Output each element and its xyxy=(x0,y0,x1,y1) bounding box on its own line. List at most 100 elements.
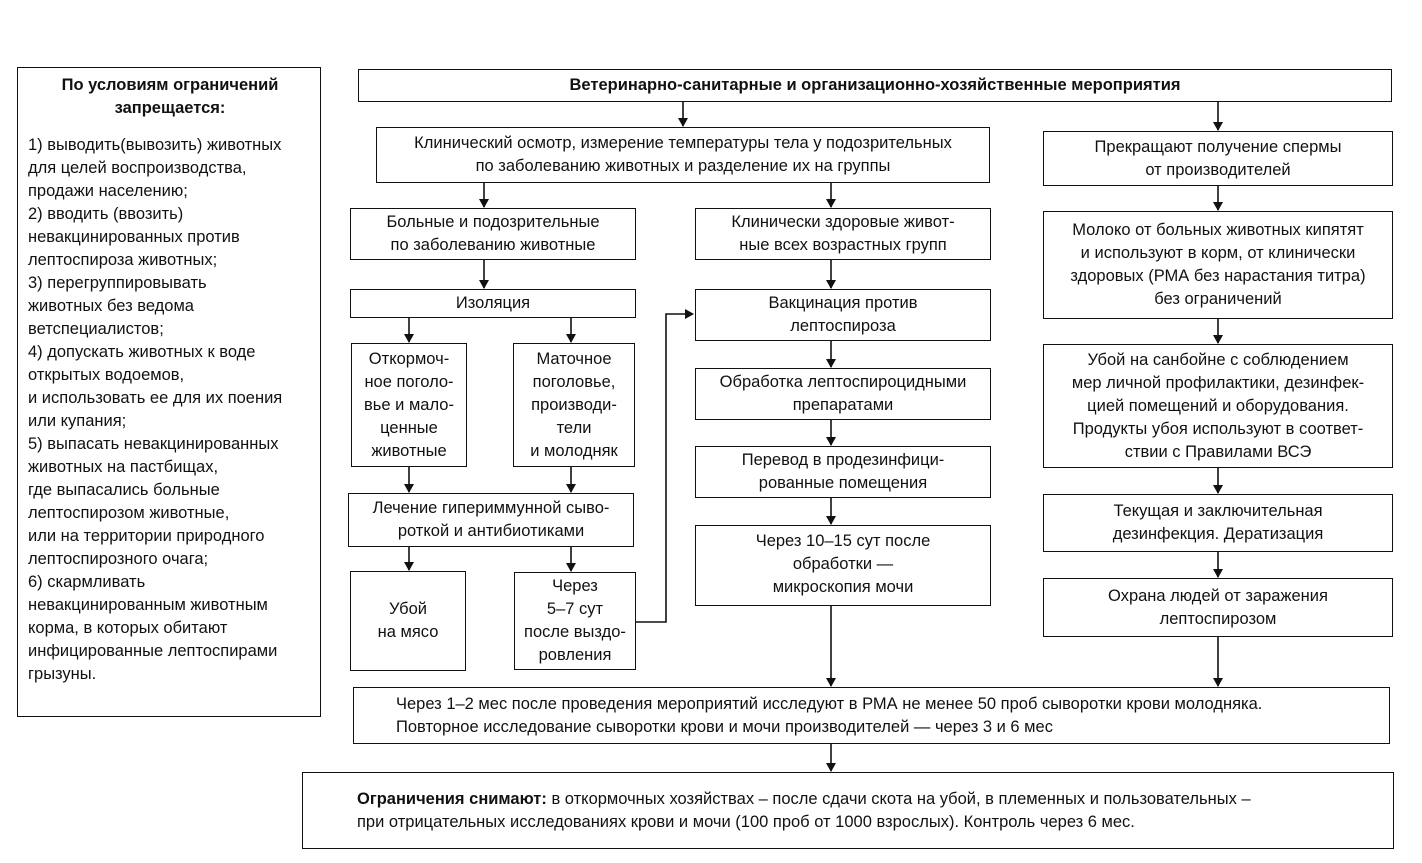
node-disinfection: Текущая и заключительная дезинфекция. Дер… xyxy=(1043,494,1393,552)
node-text-line: Охрана людей от заражения xyxy=(1108,586,1328,605)
node-text-line: ровления xyxy=(538,646,612,664)
node-text-line: здоровых (РМА без нарастания титра) xyxy=(1070,267,1366,285)
node-text-line: Молоко от больных животных кипятят xyxy=(1072,221,1364,239)
node-text-line: Убой xyxy=(389,600,427,618)
restriction-line: животных без ведома xyxy=(28,297,194,315)
node-text-line: препаратами xyxy=(792,396,894,414)
node-text-line: вье и мало- xyxy=(364,395,454,414)
node-text-line: Вакцинация против xyxy=(768,294,918,312)
restriction-line: лептоспирозного очага; xyxy=(28,550,209,568)
node-healthy-animals: Клинически здоровые живот-ные всех возра… xyxy=(695,208,991,260)
node-text-line: Текущая и заключительная xyxy=(1113,502,1323,520)
node-text-line: рованные помещения xyxy=(758,474,928,492)
node-text-line: Убой на санбойне с соблюдением xyxy=(1087,350,1349,369)
node-vaccination: Вакцинация против лептоспироза xyxy=(695,289,991,341)
node-text-line: лептоспирозом xyxy=(1159,609,1277,628)
node-text-line: Клинический осмотр, измерение температур… xyxy=(414,134,952,152)
node-text-line: обработки — xyxy=(792,555,894,573)
node-text-line: Перевод в продезинфици- xyxy=(741,451,945,469)
restriction-line: или купания; xyxy=(28,412,127,430)
restriction-line: или на территории природного xyxy=(28,527,265,545)
node-transfer: Перевод в продезинфици-рованные помещени… xyxy=(695,446,991,498)
node-stop-sperm: Прекращают получение спермы от производит… xyxy=(1043,131,1393,186)
restrictions-panel: По условиям ограничений запрещается: 1) … xyxy=(17,67,321,717)
node-text-line: без ограничений xyxy=(1154,290,1282,308)
node-text-line: дезинфекция. Дератизация xyxy=(1112,525,1324,543)
node-slaughter-meat: Убой на мясо xyxy=(350,571,466,671)
footer-line1: Ограничения снимают: в откормочных хозяй… xyxy=(357,788,1251,811)
restriction-line: 4) допускать животных к воде xyxy=(28,343,256,361)
restriction-line: открытых водоемов, xyxy=(28,366,185,384)
restrictions-list: 1) выводить(вывозить) животных для целей … xyxy=(28,134,312,686)
node-urine-microscopy: Через 10–15 сут после обработки — микроско… xyxy=(695,525,991,606)
node-clinical-exam: Клинический осмотр, измерение температур… xyxy=(376,127,990,183)
node-text-line: после выздо- xyxy=(524,623,626,641)
node-treatment: Лечение гипериммунной сыво-роткой и анти… xyxy=(348,493,634,547)
node-sanitary-slaughter: Убой на санбойне с соблюдением мер личной… xyxy=(1043,344,1393,468)
node-text-line: Маточное xyxy=(536,349,612,368)
node-text-line: Лечение гипериммунной сыво- xyxy=(372,499,610,517)
node-text-line: ствии с Правилами ВСЭ xyxy=(1124,442,1312,461)
node-text-line: и молодняк xyxy=(530,441,618,460)
restriction-line: 1) выводить(вывозить) животных xyxy=(28,136,282,154)
node-fattening: Откормоч-ное поголо-вье и мало-ценные жив… xyxy=(351,343,467,467)
restriction-line: корма, в которых обитают xyxy=(28,619,228,637)
restrictions-title: По условиям ограничений запрещается: xyxy=(61,76,279,117)
node-sick-animals: Больные и подозрительные по заболеванию ж… xyxy=(350,208,636,260)
restriction-line: ветспециалистов; xyxy=(28,320,164,338)
header-title: Ветеринарно-санитарные и организационно-… xyxy=(569,76,1181,94)
node-text-line: ное поголо- xyxy=(364,372,454,391)
restriction-line: лептоспирозом животные, xyxy=(28,504,230,522)
node-text-line: Откормоч- xyxy=(368,349,450,368)
node-text-line: цией помещений и оборудования. xyxy=(1087,396,1349,415)
node-text-line: животные xyxy=(371,441,447,460)
restriction-line: 5) выпасать невакцинированных xyxy=(28,435,279,453)
node-rma-study: Через 1–2 мес после проведения мероприят… xyxy=(353,687,1390,744)
node-text-line: лептоспироза xyxy=(790,317,896,335)
node-text-line: ценные xyxy=(380,418,438,437)
node-text-line: микроскопия мочи xyxy=(772,578,914,596)
node-text-line: по заболеванию животные xyxy=(390,236,596,254)
restriction-line: для целей воспроизводства, xyxy=(28,159,247,177)
restriction-line: 2) вводить (ввозить) xyxy=(28,205,184,223)
restriction-line: невакцинированных против xyxy=(28,228,240,246)
node-text-line: Повторное исследование сыворотки крови и… xyxy=(396,717,1053,736)
node-text-line: Изоляция xyxy=(455,294,531,312)
node-milk: Молоко от больных животных кипятят и испо… xyxy=(1043,211,1393,319)
node-text-line: тели xyxy=(556,418,592,437)
footer-label: Ограничения снимают: xyxy=(357,789,547,808)
node-text-line: на мясо xyxy=(377,623,439,641)
node-text-line: Больные и подозрительные xyxy=(386,213,600,231)
arrow-recovery-vaccination xyxy=(636,309,694,623)
node-text-line: ные всех возрастных групп xyxy=(739,236,947,254)
restriction-line: невакцинированным животным xyxy=(28,596,268,614)
node-protection: Охрана людей от заражения лептоспирозом xyxy=(1043,578,1393,637)
footer-box: Ограничения снимают: в откормочных хозяй… xyxy=(302,772,1394,849)
header-box: Ветеринарно-санитарные и организационно-… xyxy=(358,69,1392,102)
restriction-line: инфицированные лептоспирами xyxy=(28,642,278,660)
node-text-line: мер личной профилактики, дезинфек- xyxy=(1071,373,1365,392)
restriction-line: продажи населению; xyxy=(28,182,188,200)
restriction-line: 3) перегруппировывать xyxy=(28,274,207,292)
node-text-line: по заболеванию животных и разделение их … xyxy=(475,157,891,175)
footer-line1-text: в откормочных хозяйствах – после сдачи с… xyxy=(546,789,1251,808)
node-text-line: и используют в корм, от клинически xyxy=(1080,244,1356,262)
node-text-line: Через 1–2 мес после проведения мероприят… xyxy=(396,694,1263,713)
footer-line2: при отрицательных исследованиях крови и … xyxy=(357,812,1135,831)
node-breeding: Маточное поголовье, производи-тели и молодн… xyxy=(513,343,635,467)
restriction-line: и использовать ее для их поения xyxy=(28,389,283,407)
node-text-line: поголовье, xyxy=(532,372,616,391)
node-text-line: Продукты убоя используют в соответ- xyxy=(1072,419,1364,438)
restriction-line: животных на пастбищах, xyxy=(28,458,219,476)
node-text-line: Прекращают получение спермы xyxy=(1094,137,1342,156)
node-text-line: от производителей xyxy=(1145,160,1291,179)
node-text-line: роткой и антибиотиками xyxy=(397,522,585,540)
node-text-line: производи- xyxy=(531,395,617,414)
node-text-line: Клинически здоровые живот- xyxy=(731,213,955,231)
node-isolation: Изоляция xyxy=(350,289,636,318)
node-text-line: Через 10–15 сут после xyxy=(755,532,931,550)
